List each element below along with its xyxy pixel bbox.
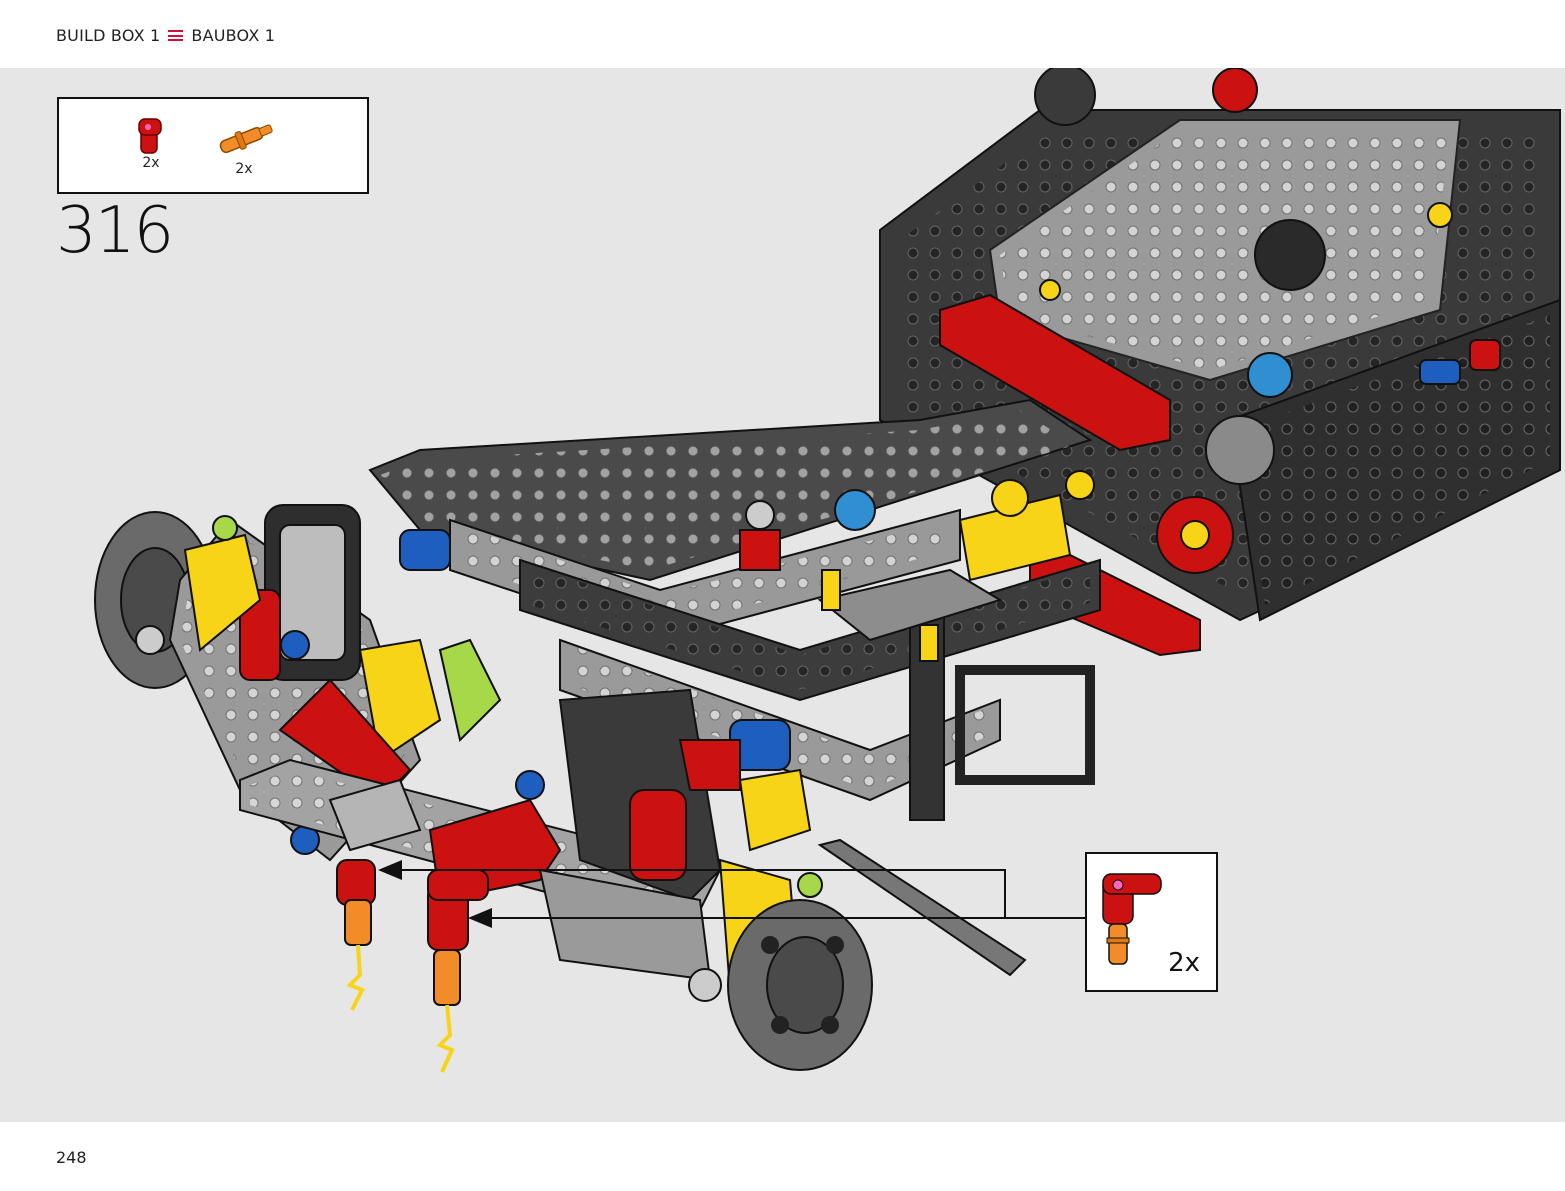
main-chassis	[368, 398, 1101, 821]
build-box-label: BUILD BOX 1 BAUBOX 1	[56, 26, 275, 45]
step-number: 316	[56, 194, 174, 268]
separator-lines-icon	[168, 30, 184, 41]
front-beam	[239, 688, 812, 1002]
callout-quantity: 2x	[1168, 948, 1200, 978]
callout-arrows	[395, 869, 1085, 919]
page-footer: 248	[0, 1122, 1565, 1191]
front-right-hub	[688, 872, 873, 1071]
arrow-head-upper	[378, 860, 402, 880]
orange-pin-icon	[219, 124, 273, 154]
parts-item-red-connector: 2x	[129, 113, 173, 171]
parts-qty-orange: 2x	[235, 161, 253, 177]
model-illustration	[94, 68, 1561, 1073]
parts-qty-red: 2x	[142, 155, 160, 171]
rear-chassis-block	[879, 68, 1561, 622]
parts-list-box: 2x 2x	[57, 97, 369, 194]
steering-rod	[817, 838, 1027, 977]
page-number: 248	[56, 1148, 87, 1167]
red-connector-icon	[138, 118, 162, 154]
front-left-hub	[94, 504, 545, 862]
parts-item-orange-pin: 2x	[209, 119, 279, 177]
sub-assembly-icon	[1102, 873, 1162, 965]
added-part-left	[336, 859, 376, 1011]
added-part-right	[427, 869, 489, 1073]
build-box-en: BUILD BOX 1	[56, 26, 161, 45]
page-header: BUILD BOX 1 BAUBOX 1	[0, 0, 1565, 68]
yellow-axle-assembly	[399, 470, 1095, 771]
sub-assembly-callout: 2x	[1085, 852, 1218, 992]
build-box-de: BAUBOX 1	[191, 26, 276, 45]
arrow-head-lower	[468, 908, 492, 928]
instruction-stage: 2x 2x 316 2x	[0, 68, 1565, 1122]
red-cross-beam	[939, 293, 1171, 452]
